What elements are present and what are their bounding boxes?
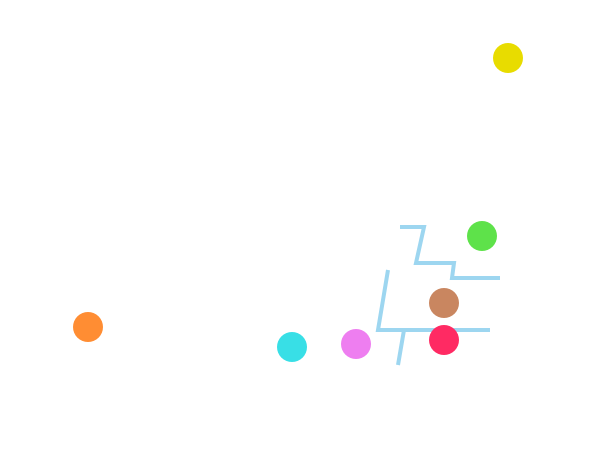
green-token[interactable]	[467, 221, 497, 251]
pink-token[interactable]	[341, 329, 371, 359]
token-layer	[73, 43, 523, 362]
path-segment-bottom	[396, 329, 406, 366]
cyan-token[interactable]	[277, 332, 307, 362]
yellow-token[interactable]	[493, 43, 523, 73]
path-segment-top	[400, 225, 500, 280]
brown-token[interactable]	[429, 288, 459, 318]
red-token[interactable]	[429, 325, 459, 355]
orange-token[interactable]	[73, 312, 103, 342]
